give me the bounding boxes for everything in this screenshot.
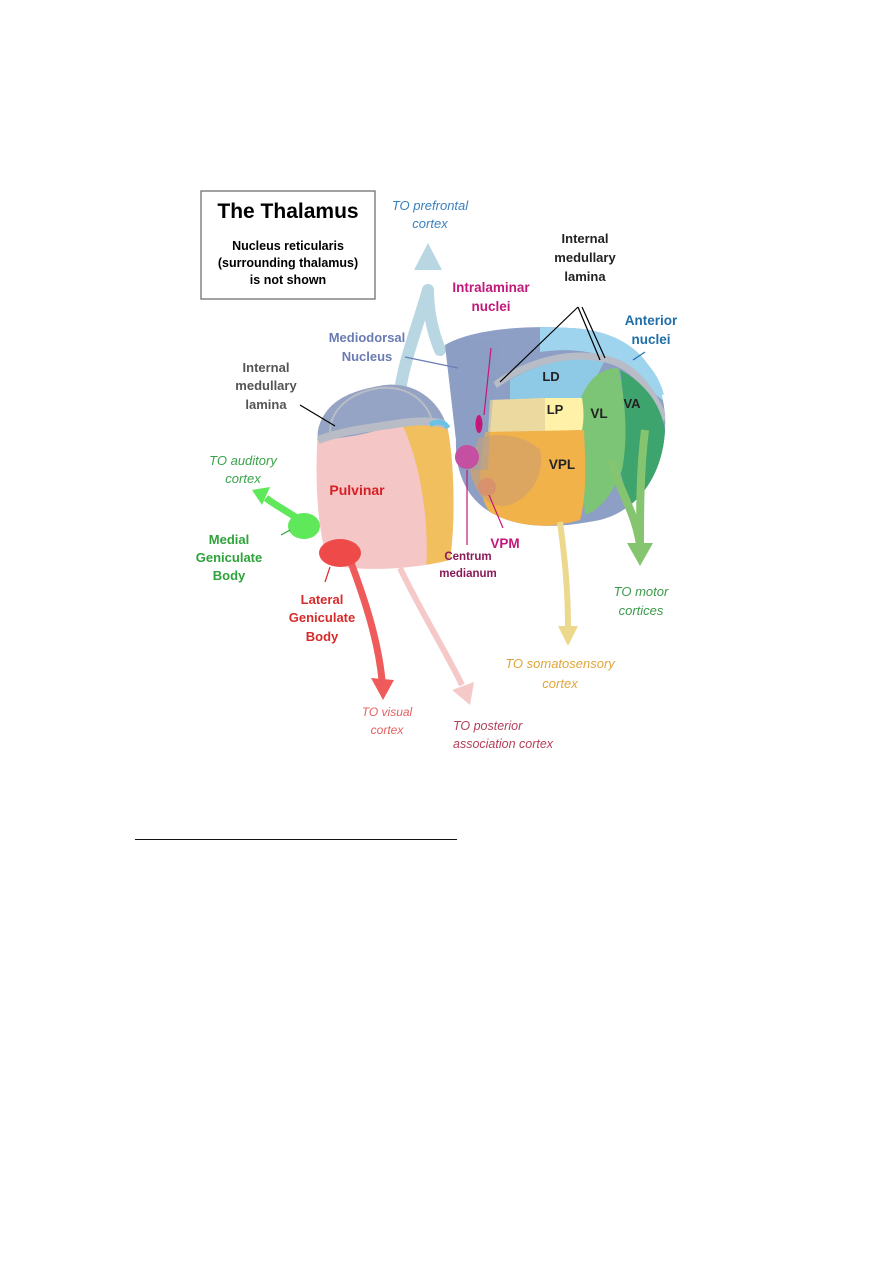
- ld-region: [510, 358, 605, 400]
- label-posterior-line2: association cortex: [453, 737, 554, 751]
- leader-anterior: [632, 351, 646, 361]
- label-visual-line1: TO visual: [362, 705, 413, 719]
- label-pulvinar: Pulvinar: [329, 482, 385, 498]
- label-medial-geniculate-1: Medial: [209, 532, 249, 547]
- label-medial-geniculate-3: Body: [213, 568, 246, 583]
- label-lamina-left-3: lamina: [245, 397, 287, 412]
- centrum-medianum-nucleus: [455, 445, 479, 469]
- label-mediodorsal-2: Nucleus: [342, 349, 393, 364]
- title-note-line2: (surrounding thalamus): [218, 256, 358, 270]
- label-va: VA: [623, 396, 641, 411]
- label-mediodorsal-1: Mediodorsal: [329, 330, 406, 345]
- leader-intralaminar: [483, 347, 492, 416]
- label-centrum-1: Centrum: [444, 551, 491, 563]
- arrow-posterior: [397, 566, 474, 705]
- label-anterior-2: nuclei: [631, 332, 670, 347]
- arrow-auditory: [252, 487, 302, 523]
- label-lp: LP: [547, 402, 564, 417]
- label-somatosensory-line2: cortex: [542, 676, 578, 691]
- arrow-motor: [608, 429, 653, 566]
- label-somatosensory-line1: TO somatosensory: [505, 656, 616, 671]
- leader-mediodorsal: [404, 356, 459, 369]
- title-box: The Thalamus Nucleus reticularis (surrou…: [200, 190, 376, 300]
- label-posterior-line1: TO posterior: [453, 719, 523, 733]
- leader-medial-geniculate: [280, 529, 291, 536]
- arrow-visual: [346, 558, 394, 700]
- left-thalamus: [316, 384, 454, 569]
- label-lamina-right-1: Internal: [562, 231, 609, 246]
- lateral-geniculate-body: [319, 539, 361, 567]
- title-note-line3: is not shown: [250, 273, 326, 287]
- title: The Thalamus: [217, 200, 358, 223]
- label-centrum-2: medianum: [439, 568, 497, 580]
- arrow-somatosensory: [557, 521, 578, 646]
- label-motor-line2: cortices: [619, 603, 664, 618]
- label-visual-line2: cortex: [371, 723, 405, 737]
- leader-lines: [299, 306, 606, 427]
- label-lateral-geniculate-3: Body: [306, 629, 339, 644]
- arrow-prefrontal: [392, 243, 446, 416]
- footnote-separator: [135, 839, 457, 840]
- label-prefrontal-line2: cortex: [412, 216, 448, 231]
- label-motor-line1: TO motor: [614, 584, 669, 599]
- label-prefrontal-line1: TO prefrontal: [392, 198, 469, 213]
- intralaminar-nucleus: [475, 415, 483, 433]
- lp-region: [540, 398, 584, 432]
- medial-geniculate-body: [288, 513, 320, 539]
- leader-lateral-geniculate: [324, 566, 331, 583]
- label-vl: VL: [590, 406, 607, 421]
- label-medial-geniculate-2: Geniculate: [196, 550, 262, 565]
- label-vpl: VPL: [549, 457, 575, 472]
- label-lamina-right-2: medullary: [554, 250, 616, 265]
- label-lamina-left-2: medullary: [235, 378, 297, 393]
- label-anterior-1: Anterior: [625, 313, 678, 328]
- label-intralaminar-1: Intralaminar: [452, 280, 530, 295]
- label-auditory-line2: cortex: [225, 471, 261, 486]
- label-lamina-right-3: lamina: [564, 269, 606, 284]
- label-lateral-geniculate-2: Geniculate: [289, 610, 355, 625]
- label-lamina-left-1: Internal: [243, 360, 290, 375]
- label-lateral-geniculate-1: Lateral: [301, 592, 344, 607]
- title-note-line1: Nucleus reticularis: [232, 239, 344, 253]
- label-intralaminar-2: nuclei: [471, 299, 510, 314]
- label-auditory-line1: TO auditory: [209, 453, 278, 468]
- leader-vpm: [488, 494, 504, 529]
- left-vpl-region: [400, 414, 454, 569]
- label-vpm: VPM: [490, 536, 519, 551]
- label-ld: LD: [542, 369, 559, 384]
